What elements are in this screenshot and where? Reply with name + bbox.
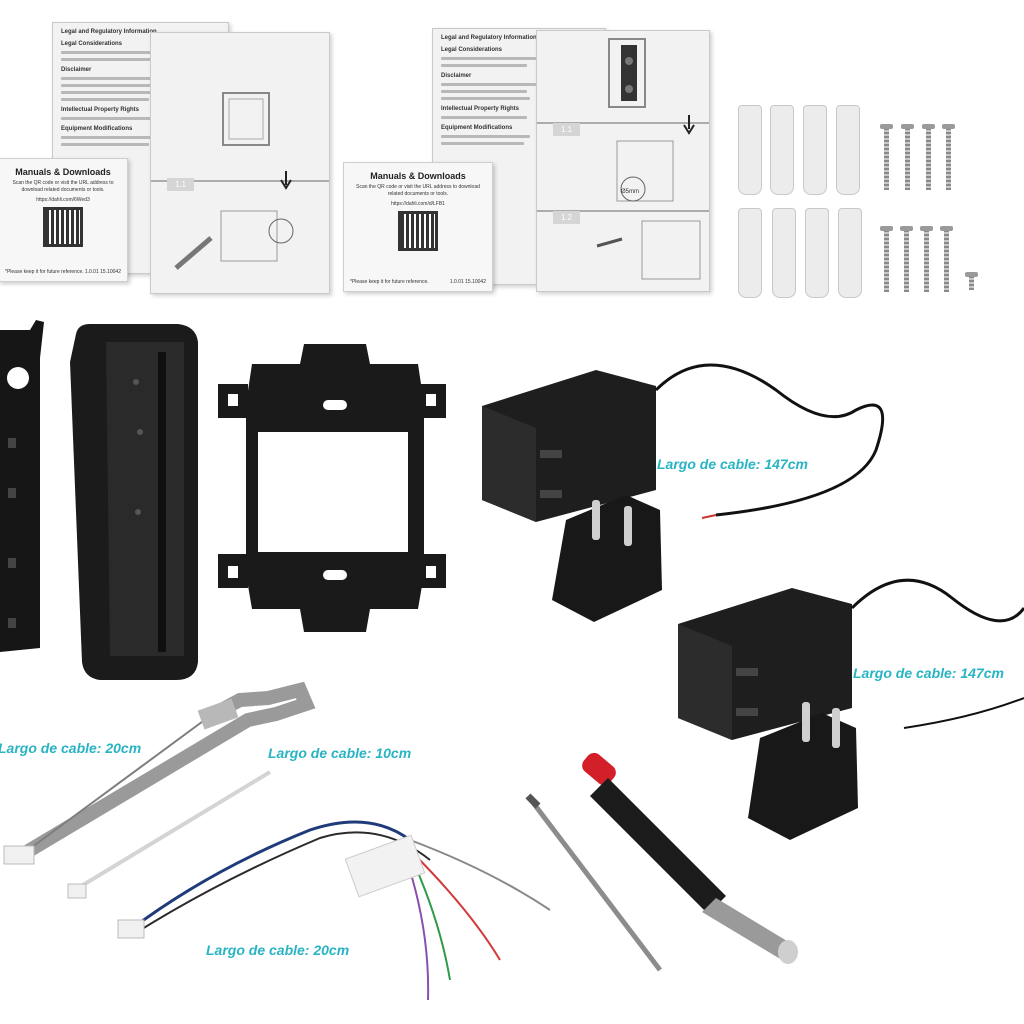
install-guide-2: Ø5mm 1.1 1.2 <box>536 30 710 292</box>
wall-anchor <box>836 105 860 195</box>
rain-cover-housing <box>70 324 198 680</box>
wall-mount-plate <box>218 344 446 632</box>
small-screw <box>965 272 978 290</box>
install-diagram <box>151 92 329 270</box>
booklet-heading: Legal Considerations <box>61 41 123 47</box>
screw <box>942 124 955 190</box>
step-label: 1.2 <box>553 211 581 224</box>
wall-anchor <box>805 208 829 298</box>
screw <box>880 226 893 292</box>
card-version: 1.0.01 15.10042 <box>84 269 121 275</box>
install-guide-1: 1.1 <box>150 32 330 294</box>
screw <box>922 124 935 190</box>
thin-cable <box>67 770 272 899</box>
screw <box>920 226 933 292</box>
qr-code <box>398 211 438 251</box>
card-keep-note: *Please keep it for future reference. <box>5 269 84 275</box>
card-url: https://dahli.com/6Wed3 <box>36 197 90 203</box>
power-cable-2-length-label: Largo de cable: 147cm <box>853 665 1004 681</box>
card-text: Scan the QR code or visit the URL addres… <box>12 180 114 193</box>
step-label: 1.1 <box>553 123 581 136</box>
qr-code <box>43 207 83 247</box>
booklet-title: Legal and Regulatory Information <box>441 35 537 41</box>
screwdriver <box>582 752 798 964</box>
booklet-title: Legal and Regulatory Information <box>61 29 157 35</box>
power-adapter-1 <box>482 363 885 622</box>
wall-anchor <box>770 105 794 195</box>
power-adapter-2 <box>678 578 1024 840</box>
install-diagram: Ø5mm <box>537 38 709 280</box>
card-title: Manuals & Downloads <box>15 167 111 177</box>
booklet-heading: Disclaimer <box>441 73 472 79</box>
wall-anchor <box>803 105 827 195</box>
card-title: Manuals & Downloads <box>370 171 466 181</box>
wall-anchor <box>838 208 862 298</box>
harness-cable-length-label: Largo de cable: 20cm <box>206 942 350 958</box>
screwdriver-bit <box>525 793 662 972</box>
booklet-heading: Equipment Modifications <box>441 125 513 131</box>
step-label: 1.1 <box>167 178 195 191</box>
ribbon-cable-length-label: Largo de cable: 20cm <box>0 740 142 756</box>
wall-anchor <box>738 105 762 195</box>
booklet-heading: Intellectual Property Rights <box>61 107 140 113</box>
manuals-card-2: Manuals & Downloads Scan the QR code or … <box>343 162 493 292</box>
ribbon-cable <box>3 681 316 865</box>
booklet-heading: Equipment Modifications <box>61 126 133 132</box>
wall-anchor <box>738 208 762 298</box>
booklet-heading: Legal Considerations <box>441 47 503 53</box>
screw <box>940 226 953 292</box>
wire-harness <box>117 820 551 1001</box>
booklet-heading: Intellectual Property Rights <box>441 106 520 112</box>
thin-cable-length-label: Largo de cable: 10cm <box>268 745 412 761</box>
wall-anchor <box>772 208 796 298</box>
mounting-bracket-back <box>0 320 44 652</box>
screw <box>900 226 913 292</box>
screw <box>880 124 893 190</box>
booklet-heading: Disclaimer <box>61 67 92 73</box>
card-version: 1.0.01 15.10042 <box>449 279 486 285</box>
card-url: https://dahli.com/d/LFB1 <box>391 201 445 207</box>
power-cable-1-length-label: Largo de cable: 147cm <box>657 456 808 472</box>
manuals-card-1: Manuals & Downloads Scan the QR code or … <box>0 158 128 282</box>
screw <box>901 124 914 190</box>
drill-size-text: Ø5mm <box>621 189 639 195</box>
card-text: Scan the QR code or visit the URL addres… <box>356 184 480 197</box>
card-keep-note: *Please keep it for future reference. <box>350 279 429 285</box>
